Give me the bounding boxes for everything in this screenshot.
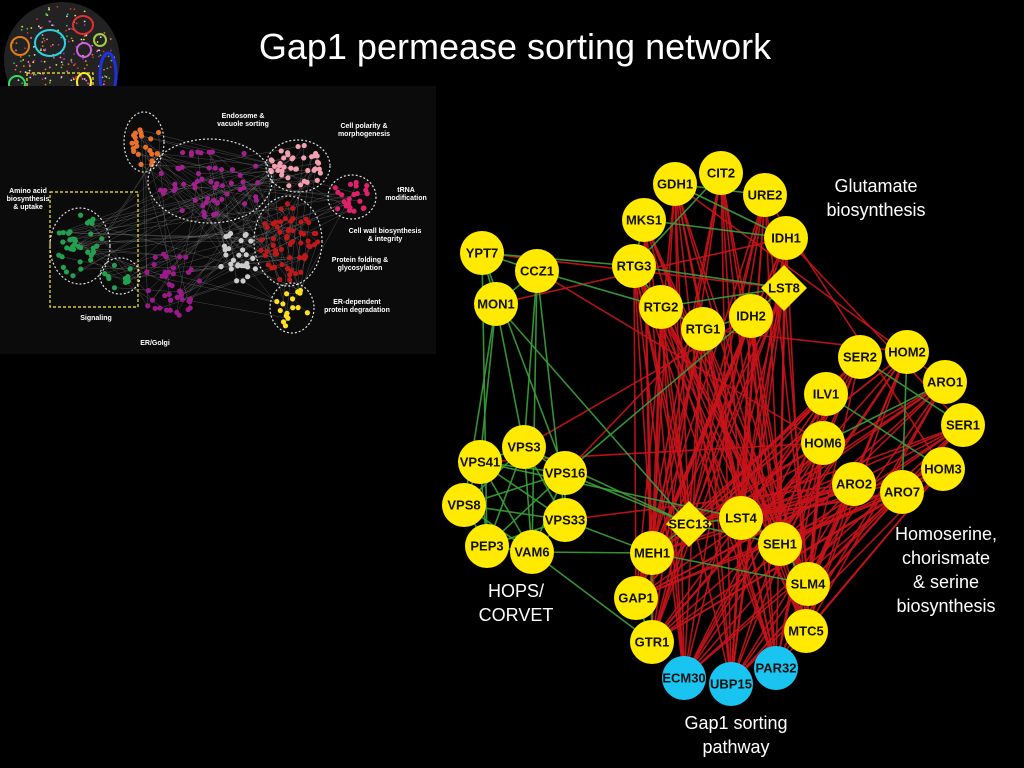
node-label: LST4 <box>725 511 758 526</box>
node-ccz1[interactable]: CCZ1 <box>515 249 559 293</box>
node-lst4[interactable]: LST4 <box>719 496 763 540</box>
node-cit2[interactable]: CIT2 <box>699 151 743 195</box>
green-edge <box>480 304 496 462</box>
node-vps8[interactable]: VPS8 <box>442 483 486 527</box>
node-gtr1[interactable]: GTR1 <box>630 620 674 664</box>
node-label: RTG3 <box>617 259 652 274</box>
node-label: GDH1 <box>657 177 693 192</box>
node-aro1[interactable]: ARO1 <box>923 360 967 404</box>
node-label: LST8 <box>768 281 800 296</box>
node-hom3[interactable]: HOM3 <box>921 447 965 491</box>
green-edge <box>482 253 634 266</box>
node-rtg2[interactable]: RTG2 <box>639 285 683 329</box>
node-label: ARO2 <box>836 477 872 492</box>
node-label: MON1 <box>477 297 515 312</box>
node-label: HOM6 <box>804 436 842 451</box>
node-ubp15[interactable]: UBP15 <box>709 662 753 706</box>
node-label: CCZ1 <box>520 264 554 279</box>
node-rtg3[interactable]: RTG3 <box>612 244 656 288</box>
node-label: VPS8 <box>447 498 480 513</box>
node-label: VPS16 <box>545 466 585 481</box>
node-ure2[interactable]: URE2 <box>743 173 787 217</box>
node-vps33[interactable]: VPS33 <box>543 498 587 542</box>
node-label: SEH1 <box>763 537 797 552</box>
node-hom6[interactable]: HOM6 <box>801 421 845 465</box>
node-label: ARO1 <box>927 375 963 390</box>
node-label: SLM4 <box>791 577 826 592</box>
node-label: GAP1 <box>618 591 653 606</box>
group-label-glutamate: Glutamatebiosynthesis <box>826 176 925 220</box>
node-slm4[interactable]: SLM4 <box>786 562 830 606</box>
node-vps3[interactable]: VPS3 <box>502 425 546 469</box>
node-vps16[interactable]: VPS16 <box>543 451 587 495</box>
node-label: CIT2 <box>707 166 735 181</box>
group-label-hops: HOPS/CORVET <box>479 581 554 625</box>
node-vam6[interactable]: VAM6 <box>510 530 554 574</box>
node-label: YPT7 <box>466 246 499 261</box>
node-label: SER1 <box>946 418 980 433</box>
node-aro2[interactable]: ARO2 <box>832 462 876 506</box>
node-label: PEP3 <box>470 539 503 554</box>
node-label: MKS1 <box>626 213 662 228</box>
node-label: SER2 <box>843 350 877 365</box>
node-ser1[interactable]: SER1 <box>941 403 985 447</box>
node-rtg1[interactable]: RTG1 <box>681 307 725 351</box>
node-label: IDH2 <box>736 309 766 324</box>
node-gap1[interactable]: GAP1 <box>614 576 658 620</box>
node-aro7[interactable]: ARO7 <box>880 470 924 514</box>
node-mks1[interactable]: MKS1 <box>622 198 666 242</box>
node-idh2[interactable]: IDH2 <box>729 294 773 338</box>
node-idh1[interactable]: IDH1 <box>764 216 808 260</box>
node-par32[interactable]: PAR32 <box>754 646 798 690</box>
node-label: HOM3 <box>924 462 962 477</box>
group-label-gap1: Gap1 sortingpathway <box>684 713 787 757</box>
node-label: ARO7 <box>884 485 920 500</box>
node-pep3[interactable]: PEP3 <box>465 524 509 568</box>
node-label: GTR1 <box>635 635 670 650</box>
node-meh1[interactable]: MEH1 <box>630 531 674 575</box>
node-label: UBP15 <box>710 677 752 692</box>
node-ilv1[interactable]: ILV1 <box>804 372 848 416</box>
node-label: PAR32 <box>756 661 797 676</box>
node-label: IDH1 <box>771 231 801 246</box>
node-ypt7[interactable]: YPT7 <box>460 231 504 275</box>
node-label: VAM6 <box>514 545 549 560</box>
node-label: RTG1 <box>686 322 721 337</box>
node-vps41[interactable]: VPS41 <box>458 440 502 484</box>
node-label: MEH1 <box>634 546 670 561</box>
node-label: SEC13 <box>668 517 709 532</box>
node-ecm30[interactable]: ECM30 <box>662 656 706 700</box>
node-label: ECM30 <box>662 671 705 686</box>
node-ser2[interactable]: SER2 <box>838 335 882 379</box>
node-label: VPS3 <box>507 440 540 455</box>
node-label: MTC5 <box>788 624 823 639</box>
node-label: VPS33 <box>545 513 585 528</box>
node-label: ILV1 <box>813 387 840 402</box>
node-mtc5[interactable]: MTC5 <box>784 609 828 653</box>
node-seh1[interactable]: SEH1 <box>758 522 802 566</box>
group-label-homoserine: Homoserine,chorismate& serinebiosynthesi… <box>895 524 997 616</box>
node-label: HOM2 <box>888 345 926 360</box>
node-label: URE2 <box>748 188 783 203</box>
node-hom2[interactable]: HOM2 <box>885 330 929 374</box>
node-gdh1[interactable]: GDH1 <box>653 162 697 206</box>
node-label: RTG2 <box>644 300 679 315</box>
node-mon1[interactable]: MON1 <box>474 282 518 326</box>
node-label: VPS41 <box>460 455 500 470</box>
